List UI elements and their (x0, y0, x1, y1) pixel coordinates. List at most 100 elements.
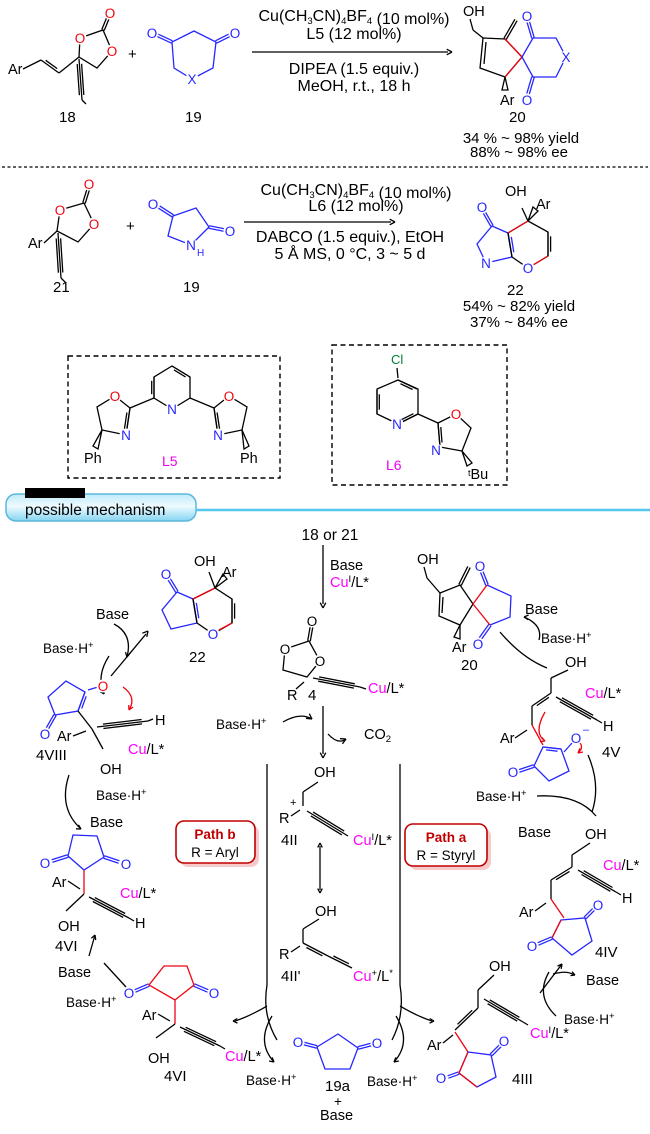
svg-text:DIPEA (1.5 equiv.): DIPEA (1.5 equiv.) (289, 61, 419, 78)
svg-text:Ar: Ar (142, 1008, 157, 1024)
svg-text:Base·H+: Base·H+ (66, 994, 117, 1010)
svg-text:O: O (55, 203, 66, 218)
svg-text:O: O (105, 6, 116, 21)
svg-text:O: O (593, 898, 604, 913)
svg-text:O: O (147, 26, 158, 41)
svg-text:4VIII: 4VIII (36, 747, 67, 764)
svg-text:N: N (167, 402, 177, 417)
svg-text:L5: L5 (162, 453, 178, 469)
svg-text:tBu: tBu (468, 467, 488, 483)
svg-text:OH: OH (417, 552, 439, 568)
svg-text:OH: OH (505, 184, 527, 200)
svg-text:X: X (561, 50, 570, 65)
svg-text:O: O (477, 200, 488, 215)
svg-text:DABCO (1.5 equiv.), EtOH: DABCO (1.5 equiv.), EtOH (256, 229, 444, 246)
svg-text:Base: Base (96, 607, 129, 623)
svg-text:O: O (208, 627, 219, 642)
svg-text:N: N (392, 417, 402, 432)
svg-text:Cu/L*: Cu/L* (603, 858, 640, 874)
svg-text:Base: Base (330, 558, 363, 574)
svg-text:O: O (98, 679, 109, 694)
svg-text:N: N (186, 238, 196, 253)
svg-text:O: O (523, 261, 534, 276)
svg-text:Cu+/L*: Cu+/L* (353, 968, 393, 985)
svg-text:Base·H+: Base·H+ (367, 1073, 418, 1089)
svg-text:O: O (307, 614, 318, 629)
svg-text:H: H (135, 916, 145, 932)
svg-text:OH: OH (58, 919, 80, 935)
svg-text:+: + (128, 46, 137, 63)
svg-text:O: O (451, 407, 462, 422)
svg-text:4II: 4II (281, 832, 298, 849)
svg-text:OH: OH (314, 765, 336, 781)
svg-text:4VI: 4VI (55, 938, 78, 955)
svg-text:Base·H+: Base·H+ (476, 788, 527, 804)
svg-text:Ar: Ar (52, 875, 67, 891)
svg-text:CuI/L*: CuI/L* (353, 832, 392, 849)
svg-text:H: H (155, 713, 165, 729)
svg-text:Cu(CH3CN)4BF4 (10 mol%): Cu(CH3CN)4BF4 (10 mol%) (258, 8, 449, 28)
svg-text:O: O (107, 44, 118, 59)
svg-text:O: O (280, 642, 291, 657)
svg-text:21: 21 (53, 279, 70, 296)
svg-text:20: 20 (509, 109, 526, 126)
svg-text:18 or 21: 18 or 21 (302, 527, 359, 544)
svg-text:Base: Base (320, 1108, 353, 1124)
svg-text:O: O (293, 1035, 304, 1050)
svg-text:Ar: Ar (28, 236, 43, 252)
svg-text:19: 19 (183, 279, 200, 296)
svg-text:Path a: Path a (426, 830, 467, 845)
svg-text:R: R (279, 811, 289, 827)
svg-text:N: N (431, 443, 441, 458)
svg-text:OH: OH (565, 655, 587, 671)
svg-text:N: N (213, 428, 223, 443)
svg-text:37% ~ 84% ee: 37% ~ 84% ee (470, 314, 568, 331)
svg-text:O: O (121, 857, 132, 872)
svg-text:Base·H+: Base·H+ (216, 716, 267, 732)
svg-text:Base: Base (58, 965, 91, 981)
svg-text:O: O (372, 1036, 383, 1051)
svg-text:Base: Base (90, 815, 123, 831)
svg-text:5 Å MS, 0 °C, 3 ~ 5 d: 5 Å MS, 0 °C, 3 ~ 5 d (275, 244, 426, 263)
svg-text:OH: OH (463, 4, 485, 20)
svg-text:O: O (527, 939, 538, 954)
svg-text:O: O (110, 389, 121, 404)
svg-text:O: O (499, 1034, 510, 1049)
svg-text:O: O (571, 731, 582, 746)
svg-text:OH: OH (100, 762, 122, 778)
svg-text:CuI/L*: CuI/L* (530, 1025, 569, 1042)
svg-text:Base: Base (586, 973, 619, 989)
svg-text:19: 19 (185, 109, 202, 126)
svg-text:O: O (75, 31, 86, 46)
svg-text:Base·H+: Base·H+ (564, 1011, 615, 1027)
svg-text:R: R (279, 947, 289, 963)
svg-text:Ar: Ar (536, 197, 551, 213)
svg-text:CuI/L*: CuI/L* (330, 574, 369, 591)
svg-text:O: O (475, 559, 486, 574)
svg-text:4IV: 4IV (595, 944, 618, 961)
svg-text:O: O (436, 1071, 447, 1086)
svg-text:O: O (315, 654, 326, 669)
svg-text:+: + (334, 1094, 342, 1109)
svg-text:Ar: Ar (500, 93, 515, 109)
svg-text:22: 22 (189, 649, 206, 666)
svg-text:O: O (209, 986, 220, 1001)
svg-text:N: N (481, 256, 491, 271)
svg-text:O: O (473, 637, 484, 652)
svg-text:O: O (225, 224, 236, 239)
svg-text:O: O (124, 986, 135, 1001)
svg-text:O: O (40, 856, 51, 871)
svg-text:H: H (603, 719, 613, 735)
svg-text:Ar: Ar (222, 565, 237, 581)
svg-text:Ar: Ar (519, 905, 534, 921)
svg-text:Ar: Ar (57, 729, 72, 745)
svg-text:+: + (126, 218, 135, 235)
svg-text:O: O (230, 26, 241, 41)
svg-text:O: O (89, 217, 100, 232)
svg-text:–: – (583, 724, 590, 736)
svg-text:OH: OH (585, 827, 607, 843)
svg-text:4II': 4II' (281, 968, 301, 985)
svg-text:Ph: Ph (84, 451, 102, 467)
svg-text:Path b: Path b (194, 827, 235, 842)
svg-text:R: R (287, 688, 297, 704)
